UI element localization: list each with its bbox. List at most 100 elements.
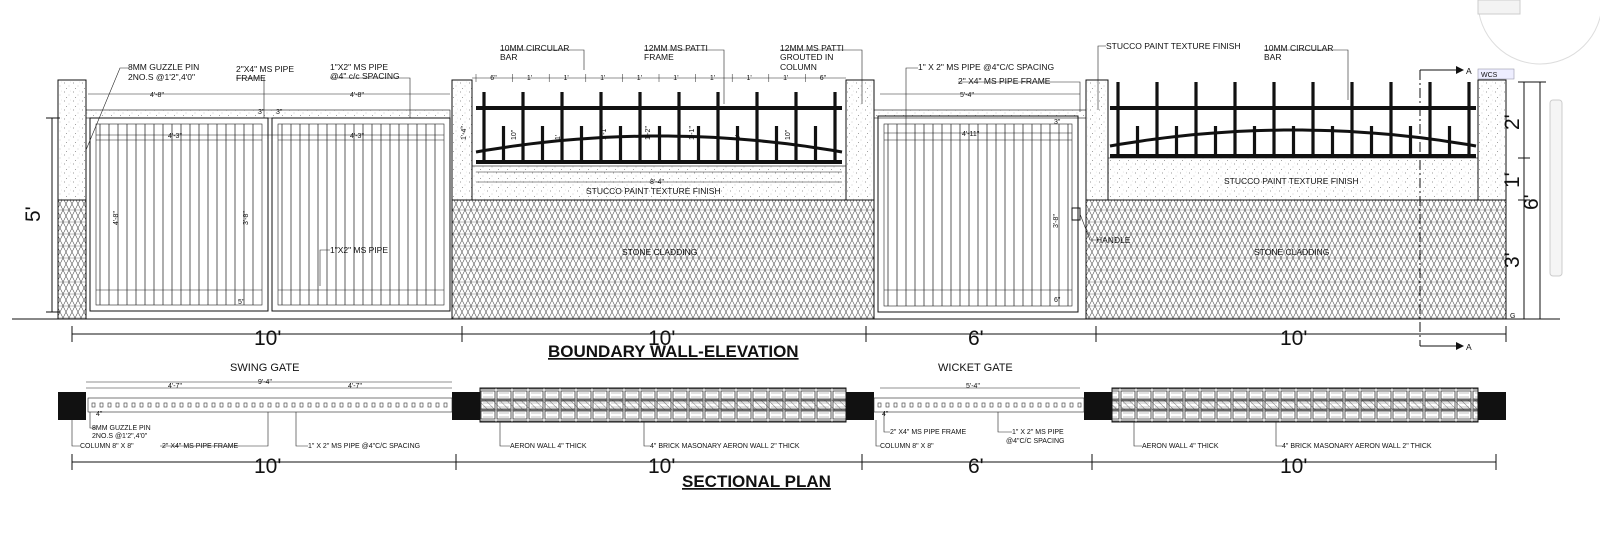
plan-pipe-mark [1029, 402, 1034, 408]
nav-bar[interactable] [1549, 99, 1563, 277]
plan-wicket-dim: 5'-4" [966, 383, 980, 390]
plan-pipe-mark [957, 402, 962, 408]
wicket-mark-6in: 6" [1054, 297, 1061, 304]
wcs-label[interactable]: WCS [1481, 72, 1498, 79]
plan-pipe-mark [1077, 402, 1082, 408]
stone-right-label: STONE CLADDING [1254, 247, 1329, 257]
plan-swing-gate [87, 397, 453, 413]
viewcube-corner[interactable] [1477, 0, 1600, 277]
plan-guzzle-1: 8MM GUZZLE PIN [92, 425, 151, 432]
plan-pipe-mark [419, 402, 424, 408]
plan-pipe-mark [283, 402, 288, 408]
plan-seg-4: 10' [1280, 455, 1307, 478]
plan-pipe-mark [1061, 402, 1066, 408]
plan-pipe-mark [941, 402, 946, 408]
right-low-dim: 3' [1501, 252, 1524, 268]
plan-pipe-mark [307, 402, 312, 408]
handle-shape [1071, 207, 1081, 221]
plan-aeron-4-right: AERON WALL 4" THICK [1142, 443, 1219, 450]
plan-pipe-mark [1037, 402, 1042, 408]
elevation-callouts: 8MM GUZZLE PIN 2NO.S @1'2",4'0" 2"X4" MS… [85, 41, 1359, 286]
grill-top-dims: 6"1'1'1'1'1'1'1'1'6" [475, 74, 827, 82]
elev-seg-1: 10' [254, 327, 281, 350]
plan-pipe-spacing-mark: 4" [96, 411, 103, 418]
plan-pipe-mark [315, 402, 320, 408]
plan-pipe-spacing-mark: 4" [882, 411, 889, 418]
leaf-height-2: 3'-8" [243, 211, 250, 225]
plan-pipe-mark [973, 402, 978, 408]
plan-pipe-mark [997, 402, 1002, 408]
plan-pipe-mark [195, 402, 200, 408]
patti-frame-line2: FRAME [644, 52, 674, 62]
right-mid-dim: 1' [1501, 172, 1524, 188]
plan-guzzle-2: 2NO.S @1'2",4'0" [92, 433, 148, 440]
wcs-tag[interactable]: WCS [1477, 68, 1515, 80]
grill-top-dim: 1' [637, 75, 642, 82]
plan-pipe-mark [115, 402, 120, 408]
plan-column-1 [58, 392, 86, 420]
plan-pipe-mark [355, 402, 360, 408]
grill-height-dim: 10" [511, 129, 518, 140]
plan-pipe-mark [323, 402, 328, 408]
elev-seg-3: 6' [968, 327, 984, 350]
plan-pipe-mark [251, 402, 256, 408]
guzzle-pin-line1: 8MM GUZZLE PIN [128, 62, 199, 72]
stone-mid-label: STONE CLADDING [622, 247, 697, 257]
sectional-plan: SWING GATE WICKET GATE 9'-4" 4'-7" 4'-7"… [58, 362, 1506, 491]
plan-pipe-frame: 2" X4" MS PIPE FRAME [162, 443, 238, 450]
plan-brick-aeron-right: 4" BRICK MASONARY AERON WALL 2" THICK [1282, 443, 1432, 450]
middle-grill [475, 92, 843, 164]
plan-pipe-mark [893, 402, 898, 408]
plan-column-label: COLUMN 8" X 8" [80, 443, 134, 450]
plan-pipe-mark [211, 402, 216, 408]
overall-height-label: 5' [22, 206, 45, 222]
plan-pipe-mark [379, 402, 384, 408]
right-wall-section [1085, 79, 1507, 320]
gate-dimensions: 4'-8" 4'-8" 4'-3" 4'-3" 4'-8" 3'-8" 3" 3… [88, 92, 1080, 306]
plan-pipe-mark [909, 402, 914, 408]
plan-pipe-mark [331, 402, 336, 408]
grill-top-dim: 1' [673, 75, 678, 82]
circ-bar-line1: 10MM CIRCULAR [500, 43, 569, 53]
plan-pipe-mark [949, 402, 954, 408]
patti-frame-line1: 12MM MS PATTI [644, 43, 708, 53]
wicket-pipe-1x2: 1" X 2" MS PIPE @4"C/C SPACING [918, 62, 1054, 72]
right-grill [1109, 82, 1477, 158]
plan-pipe-mark [347, 402, 352, 408]
plan-column-5 [1478, 392, 1506, 420]
stucco-right-label: STUCCO PAINT TEXTURE FINISH [1224, 176, 1359, 186]
grill-top-dim: 1' [564, 75, 569, 82]
grill-top-dim: 1' [600, 75, 605, 82]
plan-pipe-mark [259, 402, 264, 408]
swing-gate-title: SWING GATE [230, 362, 299, 374]
plan-pipe-mark [171, 402, 176, 408]
leaf-height-1: 4'-8" [113, 211, 120, 225]
plan-pipe-mark [91, 402, 96, 408]
plan-pipe-mark [243, 402, 248, 408]
plan-pipe-mark [435, 402, 440, 408]
guzzle-pin-line2: 2NO.S @1'2",4'0" [128, 72, 195, 82]
plan-wicket-pipe-2: @4"C/C SPACING [1006, 438, 1064, 445]
left-height-dimension: 5' [22, 117, 60, 313]
grill-height-dim: 1' [735, 135, 742, 140]
plan-swing-total: 9'-4" [258, 379, 272, 386]
plan-pipe-mark [291, 402, 296, 408]
plan-pipe-mark [187, 402, 192, 408]
plan-swing-pipes: 4" [91, 402, 448, 418]
stucco-top-label: STUCCO PAINT TEXTURE FINISH [1106, 41, 1241, 51]
leaf-inner-1: 4'-3" [168, 133, 182, 140]
plan-wicket-gate [873, 397, 1085, 413]
wicket-gate-title: WICKET GATE [938, 362, 1013, 374]
plan-pipe-mark [131, 402, 136, 408]
swing-gate-pipes [99, 124, 436, 305]
patti-grout-line1: 12MM MS PATTI [780, 43, 844, 53]
plan-pipe-mark [877, 402, 882, 408]
plan-pipe-mark [1045, 402, 1050, 408]
grill-height-dims: 1'-4"10"1'1'-1"1'-2"1'-1"1'10" [461, 126, 792, 140]
plan-pipe-spacing: 1" X 2" MS PIPE @4"C/C SPACING [308, 443, 420, 450]
plan-pipe-mark [443, 402, 448, 408]
plan-wicket-column: COLUMN 8" X 8" [880, 443, 934, 450]
handle-label: HANDLE [1096, 235, 1131, 245]
plan-pipe-mark [387, 402, 392, 408]
